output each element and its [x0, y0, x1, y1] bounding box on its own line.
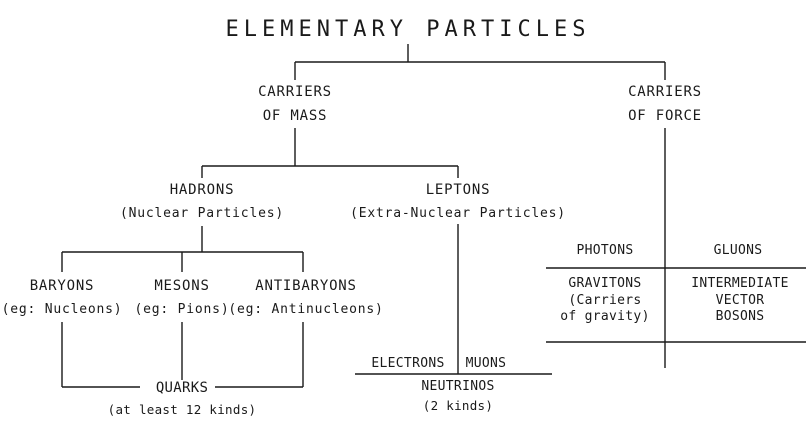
node-intermediate-vector-bosons: INTERMEDIATE VECTOR BOSONS: [691, 276, 789, 326]
carriers-of-mass-line1: CARRIERS: [258, 84, 332, 100]
hadrons-desc: (Nuclear Particles): [120, 206, 284, 221]
node-electrons: ELECTRONS: [371, 356, 445, 371]
node-gravitons: GRAVITONS (Carriers of gravity): [560, 276, 649, 326]
antibaryons-example: (eg: Antinucleons): [228, 302, 384, 317]
baryons-example: (eg: Nucleons): [1, 302, 123, 317]
ivb-line3: BOSONS: [715, 309, 765, 324]
node-neutrinos: NEUTRINOS (2 kinds): [421, 378, 494, 414]
gravitons-name: GRAVITONS: [568, 276, 642, 291]
node-carriers-of-force: CARRIERS OF FORCE: [628, 80, 702, 128]
node-mesons: MESONS (eg: Pions): [135, 274, 230, 322]
node-hadrons: HADRONS (Nuclear Particles): [120, 178, 284, 226]
mesons-example: (eg: Pions): [134, 302, 230, 317]
node-leptons: LEPTONS (Extra-Nuclear Particles): [350, 178, 566, 226]
ivb-line2: VECTOR: [715, 292, 765, 308]
page-title: ELEMENTARY PARTICLES: [225, 17, 591, 42]
node-antibaryons: ANTIBARYONS (eg: Antinucleons): [228, 274, 383, 322]
mesons-name: MESONS: [154, 278, 210, 294]
carriers-of-mass-line2: OF MASS: [262, 108, 328, 124]
neutrinos-desc: (2 kinds): [422, 398, 494, 413]
hadrons-name: HADRONS: [169, 182, 235, 198]
node-photons: PHOTONS: [576, 243, 634, 258]
baryons-name: BARYONS: [29, 278, 95, 294]
gravitons-desc-line2: of gravity): [560, 309, 650, 324]
leptons-name: LEPTONS: [425, 182, 491, 198]
quarks-name: QUARKS: [155, 380, 209, 396]
quarks-desc: (at least 12 kinds): [107, 402, 257, 417]
node-muons: MUONS: [465, 356, 507, 371]
node-carriers-of-mass: CARRIERS OF MASS: [258, 80, 332, 128]
leptons-desc: (Extra-Nuclear Particles): [350, 206, 566, 221]
node-baryons: BARYONS (eg: Nucleons): [2, 274, 123, 322]
antibaryons-name: ANTIBARYONS: [255, 278, 357, 294]
node-gluons: GLUONS: [713, 243, 763, 258]
gravitons-desc-line1: (Carriers: [568, 292, 642, 308]
neutrinos-name: NEUTRINOS: [421, 379, 495, 394]
carriers-of-force-line1: CARRIERS: [628, 84, 702, 100]
node-quarks: QUARKS (at least 12 kinds): [108, 379, 257, 418]
carriers-of-force-line2: OF FORCE: [628, 108, 702, 124]
ivb-line1: INTERMEDIATE: [691, 276, 789, 291]
